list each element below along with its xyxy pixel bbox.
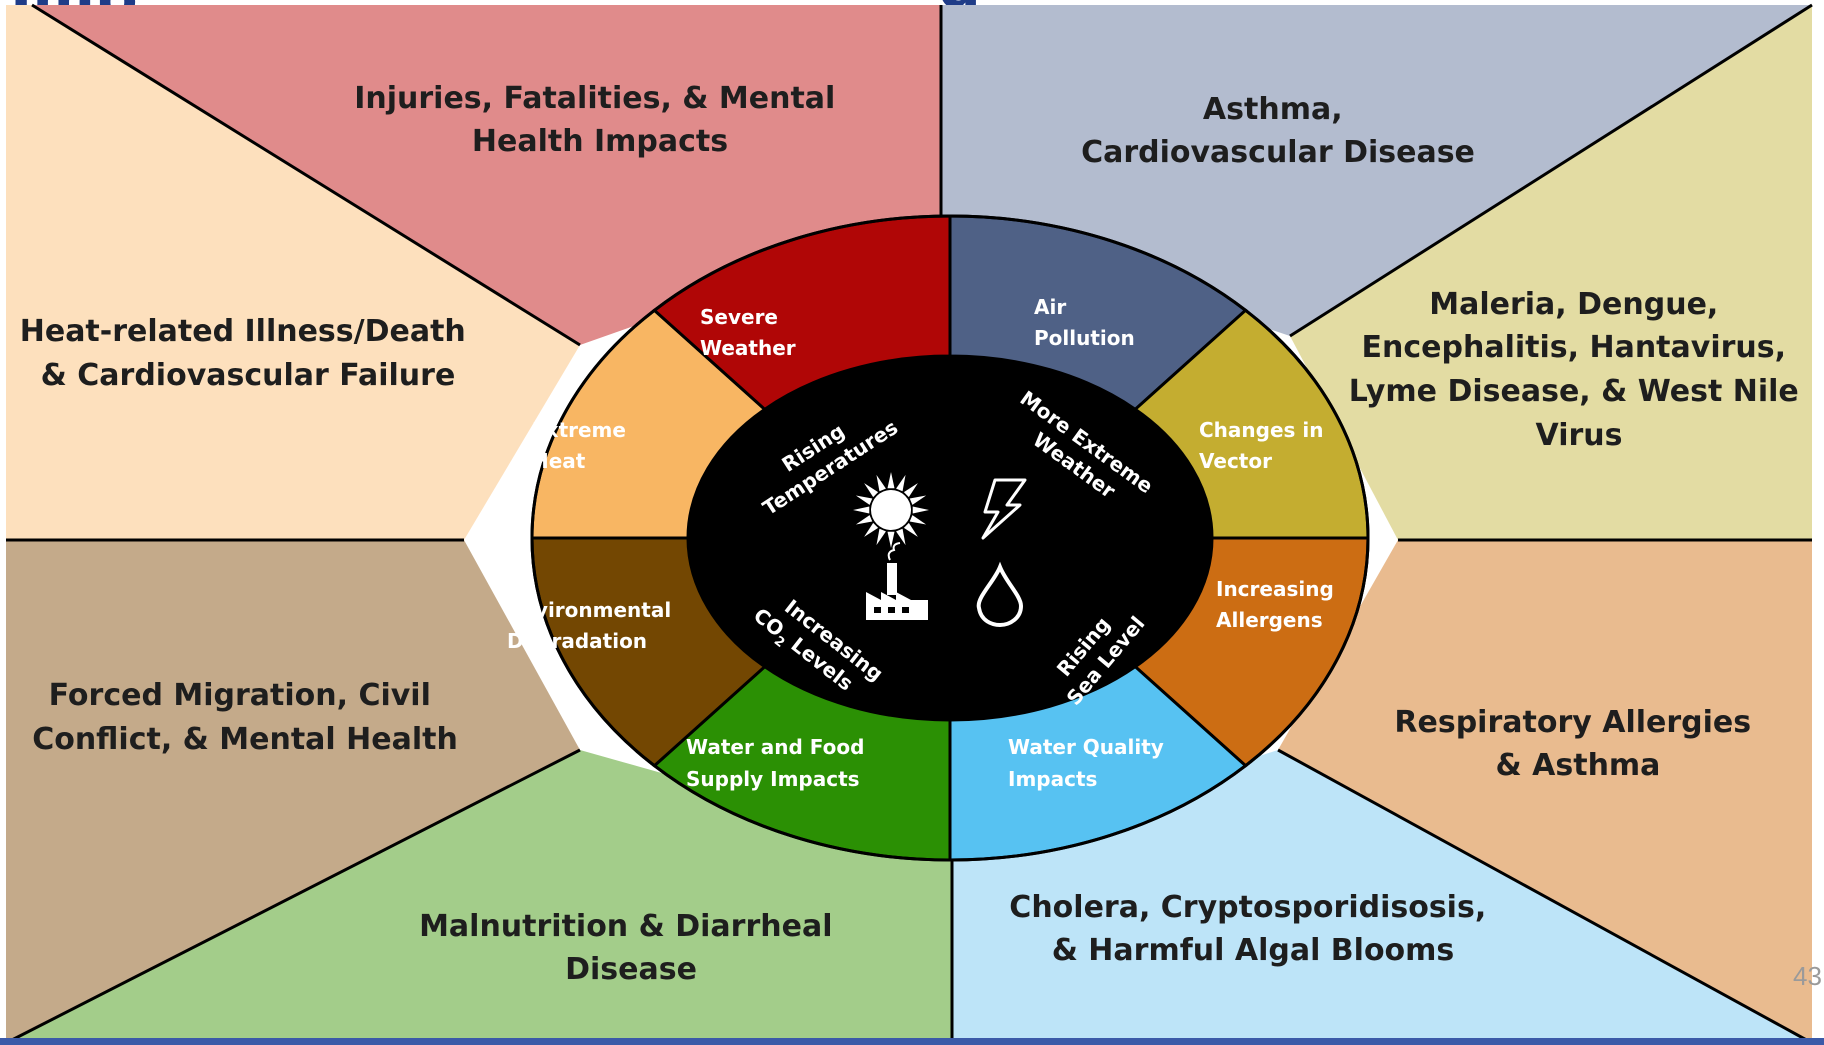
outer-label-asthma-line1: Asthma, [1203, 92, 1343, 127]
sun-ray [876, 474, 886, 492]
mid-label-air-pollution-line2: Pollution [1034, 326, 1135, 350]
mid-label-air-pollution-line1: Air [1034, 295, 1066, 319]
middle-ring [530, 214, 1370, 862]
outer-label-asthma: Asthma, Cardiovascular Disease [1081, 92, 1475, 170]
mid-label-severe-weather: Severe Weather [700, 305, 796, 360]
outer-section-injuries [32, 5, 941, 345]
mid-label-changes-in-vector: Changes in Vector [1199, 418, 1330, 473]
mid-label-water-food-line1: Water and Food [686, 735, 864, 759]
sun-ray [855, 515, 873, 525]
sun-ray [876, 528, 886, 546]
factory-icon [866, 542, 928, 620]
sun-ray [896, 528, 906, 546]
mid-label-extreme-heat-line1: Extreme [532, 418, 626, 442]
outer-label-injuries-line2: Health Impacts [472, 124, 728, 159]
outer-label-malnutrition: Malnutrition & Diarrheal Disease [419, 909, 843, 987]
mid-label-environmental-degradation: Environmental Degradation [507, 598, 678, 653]
mid-label-extreme-heat-line2: Heat [532, 449, 586, 473]
mid-label-water-food-line2: Supply Impacts [686, 767, 860, 791]
sun-ray [853, 506, 870, 514]
outer-label-injuries: Injuries, Fatalities, & Mental Health Im… [354, 81, 846, 159]
outer-section-asthma [941, 5, 1812, 336]
sun-ray [909, 495, 927, 505]
mid-label-water-quality-line2: Impacts [1008, 767, 1097, 791]
outer-label-malnutrition-line2: Disease [565, 952, 697, 987]
outer-section-heat [6, 5, 580, 540]
outer-label-heat-line1: Heat-related Illness/Death [20, 314, 466, 349]
mid-label-water-food: Water and Food Supply Impacts [686, 735, 871, 791]
sun-ray [864, 483, 879, 498]
mid-label-increasing-allergens-line2: Allergens [1216, 608, 1323, 632]
mid-label-extreme-heat: Extreme Heat [532, 418, 633, 473]
mid-label-increasing-allergens: Increasing Allergens [1216, 577, 1341, 632]
mid-label-changes-in-vector-line1: Changes in [1199, 418, 1324, 442]
page-number: 43 [1793, 961, 1822, 991]
sun-icon [853, 472, 929, 548]
outer-label-migration-line1: Forced Migration, Civil [49, 678, 431, 713]
outer-ring [6, 5, 1812, 1043]
divider-diagonal-bottom-right [1277, 748, 1813, 1045]
outer-label-allergies: Respiratory Allergies & Asthma [1394, 705, 1761, 783]
sun-ray [855, 495, 873, 505]
core-circle [688, 356, 1212, 720]
outer-label-heat: Heat-related Illness/Death & Cardiovascu… [20, 314, 477, 393]
outer-label-heat-line2: & Cardiovascular Failure [41, 358, 456, 393]
divider-lines [5, 3, 1813, 1045]
mid-label-water-quality: Water Quality Impacts [1008, 735, 1171, 791]
outer-section-cholera [952, 750, 1812, 1043]
mid-label-severe-weather-line2: Weather [700, 336, 796, 360]
divider-diagonal-top-left [31, 3, 581, 347]
water-drop-icon [976, 561, 1024, 628]
mid-label-environmental-degradation-line1: Environmental [507, 598, 671, 622]
divider-diagonal-top-right [1289, 3, 1813, 338]
outer-label-vector-line2: Encephalitis, Hantavirus, [1362, 330, 1786, 365]
sun-ray [912, 506, 929, 514]
outer-labels: Injuries, Fatalities, & Mental Health Im… [20, 81, 1809, 987]
outer-label-cholera-line2: & Harmful Algal Blooms [1052, 933, 1455, 968]
outer-label-cholera: Cholera, Cryptosporidisosis, & Harmful A… [1009, 890, 1496, 968]
mid-label-water-quality-line1: Water Quality [1008, 735, 1164, 759]
mid-label-environmental-degradation-line2: Degradation [507, 629, 647, 653]
bottom-bar [0, 1038, 1824, 1045]
sun-ray [864, 522, 879, 537]
outer-label-malnutrition-line1: Malnutrition & Diarrheal [419, 909, 832, 944]
outer-section-allergies [1278, 540, 1812, 1043]
outer-section-migration [6, 540, 580, 1043]
outer-label-allergies-line1: Respiratory Allergies [1394, 705, 1751, 740]
sun-ray [903, 522, 918, 537]
lightning-icon [981, 478, 1027, 540]
outer-label-vector-line1: Maleria, Dengue, [1429, 287, 1718, 322]
outer-label-injuries-line1: Injuries, Fatalities, & Mental [354, 81, 835, 116]
outer-label-migration: Forced Migration, Civil Conflict, & Ment… [32, 678, 458, 757]
middle-labels: Severe Weather Air Pollution Changes in … [507, 295, 1341, 791]
outer-section-malnutrition [6, 750, 952, 1043]
sun-ray [887, 531, 895, 548]
mid-label-air-pollution: Air Pollution [1034, 295, 1135, 350]
outer-section-vector [1290, 5, 1812, 540]
sun-ray [887, 472, 895, 489]
mid-label-increasing-allergens-line1: Increasing [1216, 577, 1334, 601]
outer-label-asthma-line2: Cardiovascular Disease [1081, 135, 1475, 170]
outer-label-vector-line4: Virus [1536, 418, 1623, 453]
sun-ray [903, 483, 918, 498]
sun-ray [909, 515, 927, 525]
outer-label-cholera-line1: Cholera, Cryptosporidisosis, [1009, 890, 1486, 925]
outer-label-vector-line3: Lyme Disease, & West Nile [1349, 374, 1799, 409]
sun-ray [896, 474, 906, 492]
outer-label-migration-line2: Conflict, & Mental Health [32, 722, 458, 757]
middle-ring-outline [530, 214, 1370, 862]
mid-label-severe-weather-line1: Severe [700, 305, 778, 329]
mid-label-changes-in-vector-line2: Vector [1199, 449, 1272, 473]
divider-diagonal-bottom-left [5, 748, 581, 1045]
outer-label-allergies-line2: & Asthma [1496, 748, 1661, 783]
outer-label-vector: Maleria, Dengue, Encephalitis, Hantaviru… [1349, 287, 1809, 453]
